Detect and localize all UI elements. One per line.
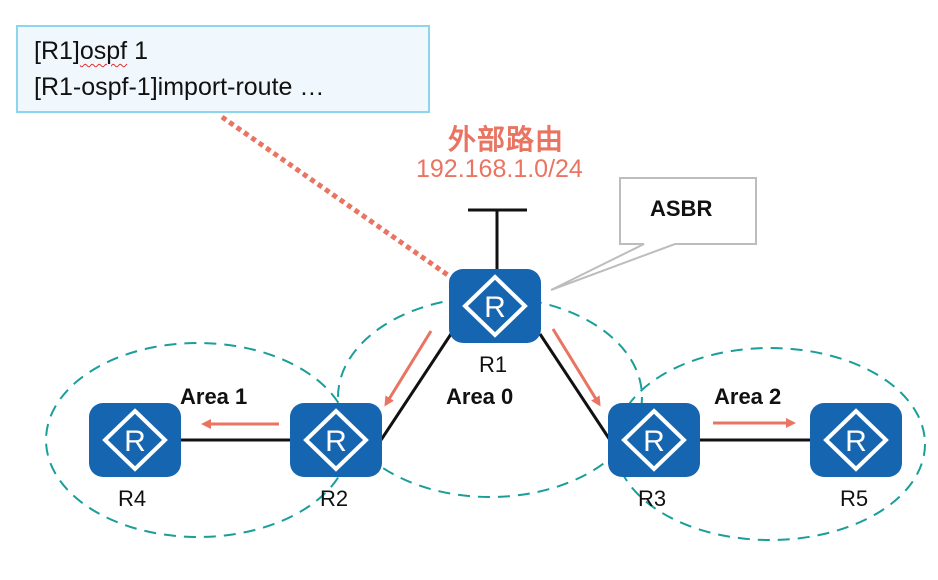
- asbr-callout: [550, 177, 757, 291]
- router-r4[interactable]: [87, 401, 183, 479]
- config-leader-line: [220, 114, 454, 281]
- router-icon: [606, 401, 702, 479]
- config-prompt: [R1]: [34, 37, 80, 65]
- router-label-r4: R4: [118, 486, 147, 511]
- asbr-label: ASBR: [650, 196, 713, 221]
- router-r1[interactable]: [447, 267, 543, 345]
- router-label-r2: R2: [320, 486, 349, 511]
- area-label-1: Area 1: [180, 384, 248, 409]
- lsa-arrow-r1-to-r2: [384, 330, 433, 407]
- lsa-arrow-r1-to-r3: [551, 328, 601, 407]
- router-label-r3: R3: [638, 486, 667, 511]
- area-2-boundary: [614, 347, 926, 541]
- external-route-title: 外部路由: [448, 123, 565, 156]
- router-r5[interactable]: [808, 401, 904, 479]
- area-0-boundary: [337, 296, 643, 498]
- router-label-r5: R5: [840, 486, 869, 511]
- config-command: ospf: [79, 37, 128, 65]
- router-r2[interactable]: [288, 401, 384, 479]
- router-icon: [288, 401, 384, 479]
- router-icon: [447, 267, 543, 345]
- router-r3[interactable]: [606, 401, 702, 479]
- external-route-network: 192.168.1.0/24: [416, 155, 583, 183]
- router-icon: [808, 401, 904, 479]
- config-line-2: [R1-ospf-1]import-route …: [34, 73, 325, 101]
- area-label-2: Area 2: [714, 384, 782, 409]
- router-icon: [87, 401, 183, 479]
- link-r1-r2: [379, 333, 453, 441]
- router-label-r1: R1: [479, 352, 508, 377]
- config-line-1: [R1]ospf 1: [34, 33, 412, 69]
- config-arg: 1: [127, 37, 148, 65]
- config-command-box: [R1]ospf 1 [R1-ospf-1]import-route …: [16, 25, 430, 113]
- link-r1-r3: [538, 333, 612, 441]
- area-label-0: Area 0: [446, 384, 514, 409]
